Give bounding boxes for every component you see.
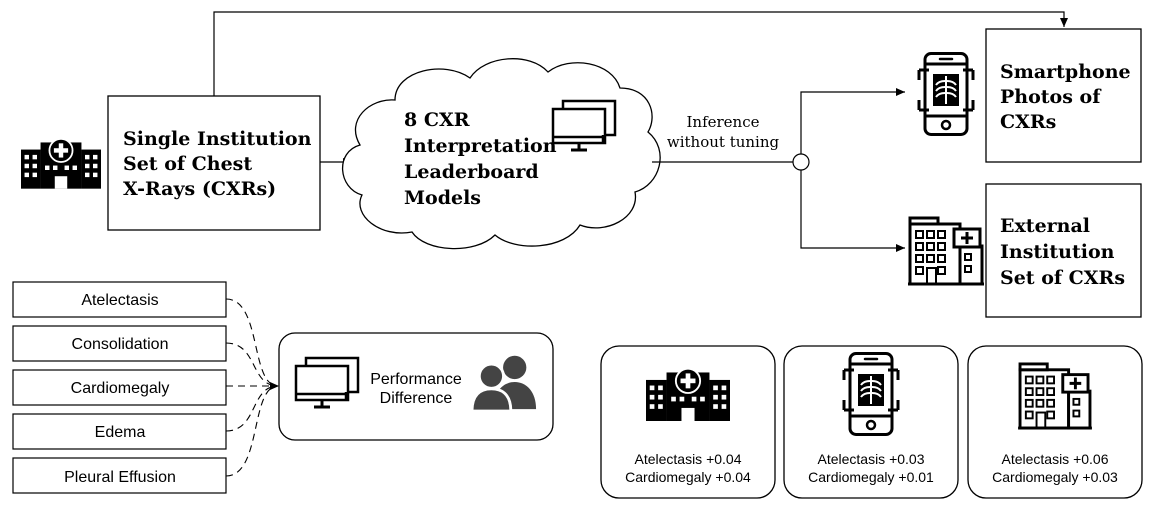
junction-to-external-arrow bbox=[800, 170, 905, 252]
svg-text:Photos of: Photos of bbox=[1000, 86, 1102, 108]
result-line-2: Cardiomegaly +0.03 bbox=[992, 469, 1118, 485]
result-line-2: Cardiomegaly +0.04 bbox=[625, 469, 751, 485]
models-line-4: Models bbox=[404, 187, 481, 209]
models-line-3: Leaderboard bbox=[404, 161, 539, 183]
svg-text:Leaderboard: Leaderboard bbox=[404, 161, 539, 183]
svg-text:Difference: Difference bbox=[380, 390, 453, 407]
smartphone-xray-icon bbox=[917, 52, 975, 136]
svg-text:Atelectasis +0.03: Atelectasis +0.03 bbox=[817, 451, 924, 467]
building-icon bbox=[908, 216, 984, 286]
result-line-1: Atelectasis +0.04 bbox=[634, 451, 741, 467]
monitors-icon bbox=[294, 356, 360, 409]
svg-text:Atelectasis +0.04: Atelectasis +0.04 bbox=[634, 451, 741, 467]
comparison-line-2: Difference bbox=[380, 390, 453, 407]
pathology-label: Edema bbox=[95, 424, 146, 441]
pathology-box: Atelectasis bbox=[12, 281, 227, 318]
junction-to-smartphone-arrow bbox=[800, 88, 905, 154]
svg-text:CXRs: CXRs bbox=[1000, 111, 1056, 133]
bypass-arrow bbox=[213, 11, 1068, 96]
external-line-3: Set of CXRs bbox=[1000, 267, 1125, 289]
pathology-label: Atelectasis bbox=[81, 292, 158, 309]
source-line-1: Single Institution bbox=[123, 128, 312, 150]
source-line-2: Set of Chest bbox=[123, 153, 252, 175]
svg-text:without tuning: without tuning bbox=[667, 133, 780, 151]
svg-text:Interpretation: Interpretation bbox=[404, 135, 557, 157]
svg-text:Performance: Performance bbox=[370, 371, 462, 388]
result-line-2: Cardiomegaly +0.01 bbox=[808, 469, 934, 485]
svg-text:Cardiomegaly +0.03: Cardiomegaly +0.03 bbox=[992, 469, 1118, 485]
svg-text:Cardiomegaly +0.04: Cardiomegaly +0.04 bbox=[625, 469, 751, 485]
pathology-box: Consolidation bbox=[12, 325, 227, 362]
result-card-external: Atelectasis +0.06 Cardiomegaly +0.03 bbox=[967, 345, 1143, 499]
pathology-label: Cardiomegaly bbox=[71, 380, 170, 397]
svg-text:8 CXR: 8 CXR bbox=[404, 109, 470, 131]
pathology-box: Edema bbox=[12, 413, 227, 450]
junction-node bbox=[792, 153, 810, 171]
pathology-box: Pleural Effusion bbox=[12, 457, 227, 494]
svg-text:Cardiomegaly +0.01: Cardiomegaly +0.01 bbox=[808, 469, 934, 485]
svg-text:Atelectasis +0.06: Atelectasis +0.06 bbox=[1001, 451, 1108, 467]
smartphone-xray-icon bbox=[842, 352, 900, 436]
result-line-1: Atelectasis +0.03 bbox=[817, 451, 924, 467]
pathology-label: Pleural Effusion bbox=[64, 469, 176, 486]
inference-line-2: without tuning bbox=[667, 133, 780, 151]
svg-text:Institution: Institution bbox=[1000, 241, 1115, 263]
result-card-smartphone: Atelectasis +0.03 Cardiomegaly +0.01 bbox=[783, 345, 959, 499]
smartphone-target-box: Smartphone Photos of CXRs bbox=[985, 28, 1142, 163]
svg-text:External: External bbox=[1000, 215, 1090, 237]
svg-text:Single Institution: Single Institution bbox=[123, 128, 312, 150]
connector-arrowhead bbox=[270, 382, 279, 390]
external-line-2: Institution bbox=[1000, 241, 1115, 263]
svg-text:Inference: Inference bbox=[686, 113, 759, 131]
pathology-list: Atelectasis Consolidation Cardiomegaly E… bbox=[12, 281, 227, 494]
inference-line-1: Inference bbox=[686, 113, 759, 131]
source-box: Single Institution Set of Chest X-Rays (… bbox=[107, 95, 321, 231]
hospital-icon bbox=[21, 137, 101, 190]
svg-text:Edema: Edema bbox=[95, 424, 146, 441]
result-line-1: Atelectasis +0.06 bbox=[1001, 451, 1108, 467]
svg-text:Set of CXRs: Set of CXRs bbox=[1000, 267, 1125, 289]
svg-text:Cardiomegaly: Cardiomegaly bbox=[71, 380, 170, 397]
svg-text:Set of Chest: Set of Chest bbox=[123, 153, 252, 175]
building-icon bbox=[1018, 362, 1092, 430]
result-card-hospital: Atelectasis +0.04 Cardiomegaly +0.04 bbox=[600, 345, 776, 499]
external-target-box: External Institution Set of CXRs bbox=[985, 183, 1142, 318]
svg-text:Smartphone: Smartphone bbox=[1000, 61, 1131, 83]
models-line-2: Interpretation bbox=[404, 135, 557, 157]
pathology-box: Cardiomegaly bbox=[12, 369, 227, 406]
svg-text:Models: Models bbox=[404, 187, 481, 209]
svg-text:Consolidation: Consolidation bbox=[72, 336, 169, 353]
svg-text:Atelectasis: Atelectasis bbox=[81, 292, 158, 309]
models-line-1: 8 CXR bbox=[404, 109, 470, 131]
svg-text:Pleural Effusion: Pleural Effusion bbox=[64, 469, 176, 486]
smartphone-line-2: Photos of bbox=[1000, 86, 1102, 108]
svg-text:X-Rays (CXRs): X-Rays (CXRs) bbox=[123, 178, 276, 200]
source-line-3: X-Rays (CXRs) bbox=[123, 178, 276, 200]
models-cloud: 8 CXR Interpretation Leaderboard Models bbox=[341, 58, 661, 250]
pathology-label: Consolidation bbox=[72, 336, 169, 353]
smartphone-line-3: CXRs bbox=[1000, 111, 1056, 133]
external-line-1: External bbox=[1000, 215, 1090, 237]
smartphone-line-1: Smartphone bbox=[1000, 61, 1131, 83]
comparison-line-1: Performance bbox=[370, 371, 462, 388]
monitors-icon bbox=[551, 99, 617, 152]
